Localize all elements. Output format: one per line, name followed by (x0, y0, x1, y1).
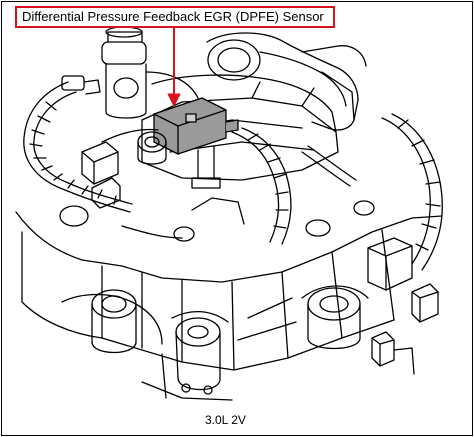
dpfe-callout-label: Differential Pressure Feedback EGR (DPFE… (15, 6, 335, 28)
egr-valve (137, 131, 221, 189)
right-vacuum-hoses (231, 113, 443, 271)
callout-arrow (167, 26, 181, 107)
throttle-body (206, 32, 367, 131)
left-connectors (59, 128, 159, 227)
left-wiring-harness (23, 75, 133, 213)
engine-caption: 3.0L 2V (205, 413, 246, 427)
exhaust-manifold (61, 289, 233, 401)
right-connectors (371, 283, 439, 375)
dpfe-sensor (153, 97, 239, 155)
engine-block (15, 197, 443, 371)
idle-air-valve (101, 26, 199, 119)
water-pump (237, 237, 413, 350)
